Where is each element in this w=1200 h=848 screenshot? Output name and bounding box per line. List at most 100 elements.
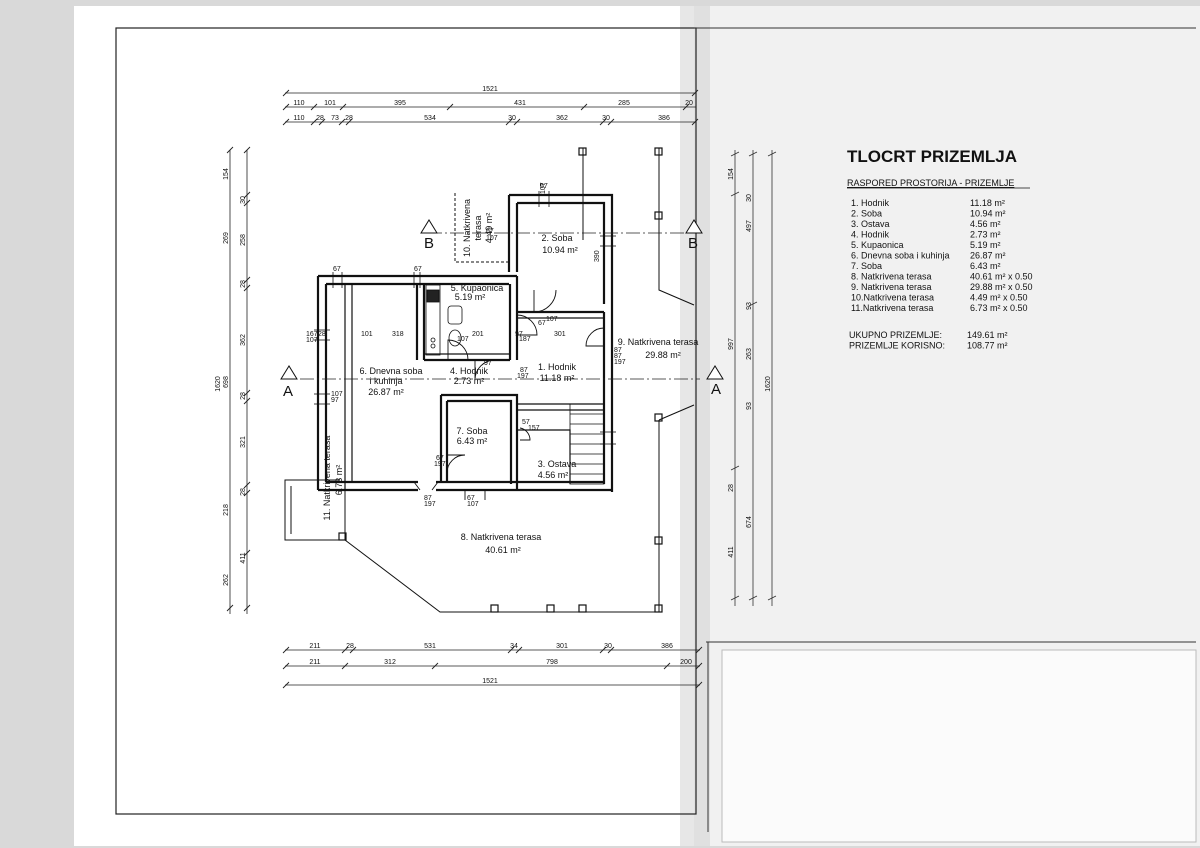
dim-label: 28 bbox=[728, 484, 735, 492]
dim-label: 30 bbox=[746, 194, 753, 202]
dim-label: 28 bbox=[240, 392, 247, 400]
dim-label: 57 bbox=[522, 419, 530, 426]
room-11-label: 11. Natkrivena terasa 6.73 m² bbox=[322, 436, 344, 521]
dim-label: 269 bbox=[223, 232, 230, 244]
room-11-area: 6.73 m² bbox=[334, 465, 344, 496]
room-1-area: 11.18 m² bbox=[540, 373, 575, 383]
room-11-name: 11. Natkrivena terasa bbox=[322, 436, 332, 521]
legend-room-label: 11.Natkrivena terasa bbox=[851, 303, 933, 313]
dim-label: 101 bbox=[361, 331, 373, 338]
terrace-outlines bbox=[284, 148, 695, 613]
dim-label: 1620 bbox=[215, 376, 222, 392]
walls bbox=[316, 193, 614, 492]
dim-label: 20 bbox=[685, 100, 693, 107]
dim-label: 93 bbox=[746, 402, 753, 410]
room-2-name: 2. Soba bbox=[541, 233, 572, 243]
dim-label: 28 bbox=[346, 643, 354, 650]
room-4-area: 2.73 m² bbox=[454, 376, 485, 386]
doors bbox=[413, 289, 605, 500]
legend-room-area: 4.56 m² bbox=[970, 219, 1001, 229]
legend-room-area: 11.18 m² bbox=[970, 198, 1005, 208]
dim-label: 28 bbox=[240, 488, 247, 496]
room-6-area: 26.87 m² bbox=[368, 387, 404, 397]
dim-label: 200 bbox=[680, 659, 692, 666]
dimension-labels: 1521 110 101 395 431 285 20 110 28 73 28… bbox=[215, 86, 772, 685]
legend-total-value: 149.61 m² bbox=[967, 330, 1008, 340]
dim-label: 67 bbox=[540, 183, 548, 190]
legend-row: 3. Ostava 4.56 m² bbox=[851, 219, 1001, 229]
room-10-label: 10. Natkrivena terasa 4.49 m² bbox=[462, 199, 494, 257]
dim-label: 73 bbox=[331, 115, 339, 122]
dim-label: 28 bbox=[240, 280, 247, 288]
dim-label: 110 bbox=[293, 100, 304, 107]
room-5-name: 5. Kupaonica bbox=[451, 283, 504, 293]
dim-label: 107 bbox=[546, 316, 558, 323]
legend-room-label: 8. Natkrivena terasa bbox=[851, 272, 932, 282]
window-marks bbox=[314, 191, 616, 445]
dim-label: 107 bbox=[457, 336, 469, 343]
dim-label: 301 bbox=[554, 331, 566, 338]
legend-room-area: 10.94 m² bbox=[970, 209, 1006, 219]
dim-label: 301 bbox=[556, 643, 568, 650]
dim-label: 87 bbox=[424, 495, 432, 502]
legend-room-area: 5.19 m² bbox=[970, 240, 1001, 250]
legend-room-label: 3. Ostava bbox=[851, 219, 890, 229]
dim-label: 674 bbox=[746, 516, 753, 528]
room-10-area: 4.49 m² bbox=[484, 213, 494, 244]
room-4-name: 4. Hodnik bbox=[450, 366, 489, 376]
bathroom-fixtures bbox=[425, 284, 463, 356]
legend-row: 8. Natkrivena terasa 40.61 m² x 0.50 bbox=[851, 272, 1033, 282]
dim-bottom-total: 1521 bbox=[482, 678, 498, 685]
legend-room-label: 9. Natkrivena terasa bbox=[851, 282, 932, 292]
dim-label: 107 bbox=[540, 182, 547, 194]
dim-label: 107 bbox=[486, 235, 498, 242]
dim-label: 154 bbox=[728, 168, 735, 180]
legend-room-label: 10.Natkrivena terasa bbox=[851, 293, 934, 303]
dim-label: 28 bbox=[318, 331, 326, 338]
room-2-area: 10.94 m² bbox=[542, 245, 578, 255]
room-8-name: 8. Natkrivena terasa bbox=[461, 532, 542, 542]
dim-label: 67 bbox=[414, 266, 422, 273]
dim-label: 262 bbox=[223, 574, 230, 586]
dim-label: 218 bbox=[223, 504, 230, 516]
legend-room-area: 29.88 m² x 0.50 bbox=[970, 282, 1033, 292]
dim-label: 698 bbox=[223, 376, 230, 388]
dim-label: 211 bbox=[309, 659, 320, 666]
dim-label: 263 bbox=[746, 348, 753, 360]
dim-label: 101 bbox=[324, 100, 336, 107]
dim-label: 34 bbox=[510, 643, 518, 650]
dim-label: 211 bbox=[309, 643, 320, 650]
dim-label: 318 bbox=[392, 331, 404, 338]
section-lines bbox=[300, 232, 700, 380]
room-6-name-1: 6. Dnevna soba bbox=[359, 366, 422, 376]
legend-room-label: 5. Kupaonica bbox=[851, 240, 904, 250]
dim-label: 87 bbox=[520, 367, 528, 374]
dim-label: 197 bbox=[424, 501, 436, 508]
dim-label: 67 bbox=[436, 455, 444, 462]
dim-label: 258 bbox=[240, 234, 247, 246]
dim-label: 197 bbox=[434, 461, 446, 468]
dim-label: 110 bbox=[293, 115, 304, 122]
dim-label: 93 bbox=[746, 302, 753, 310]
room-8-area: 40.61 m² bbox=[485, 545, 521, 555]
legend-room-label: 4. Hodnik bbox=[851, 230, 890, 240]
dim-label: 411 bbox=[240, 552, 247, 563]
legend-row: 9. Natkrivena terasa 29.88 m² x 0.50 bbox=[851, 282, 1033, 292]
legend-room-area: 40.61 m² x 0.50 bbox=[970, 272, 1033, 282]
dim-label: 187 bbox=[519, 336, 531, 343]
dim-label: 285 bbox=[618, 100, 630, 107]
section-label-a: A bbox=[711, 381, 721, 398]
dim-label: 362 bbox=[556, 115, 568, 122]
dim-label: 28 bbox=[345, 115, 353, 122]
legend-row: 5. Kupaonica 5.19 m² bbox=[851, 240, 1001, 250]
